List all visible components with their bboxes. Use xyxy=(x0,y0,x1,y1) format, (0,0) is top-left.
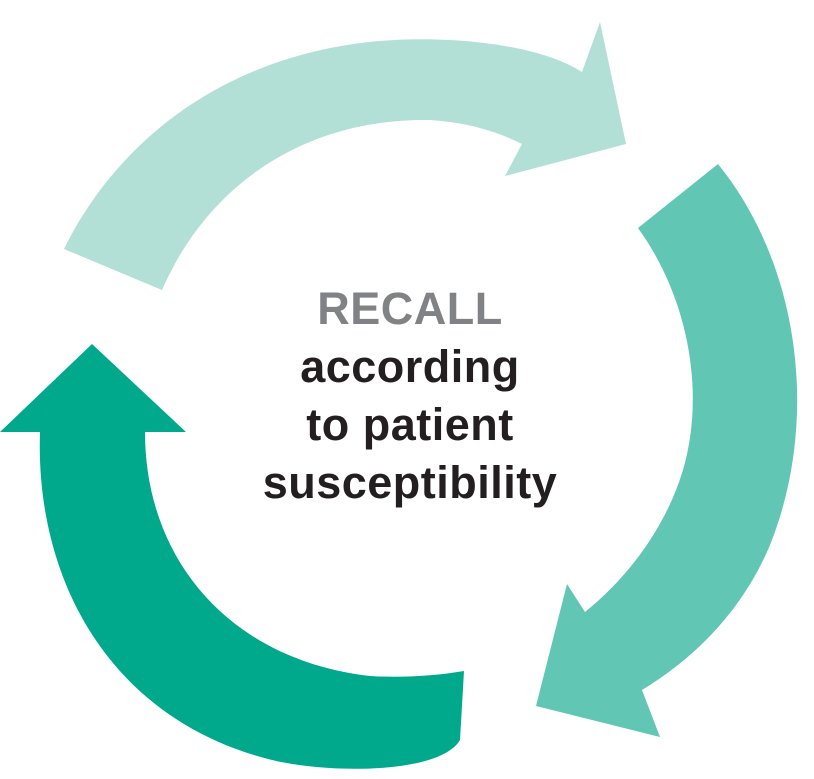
left-arrow xyxy=(0,344,464,769)
center-line-according: according xyxy=(300,341,520,392)
top-arrow xyxy=(64,22,626,290)
center-line-to-patient: to patient xyxy=(306,399,514,450)
right-arrow xyxy=(536,164,798,737)
center-line-susceptibility: susceptibility xyxy=(262,457,558,508)
center-label: RECALL according to patient susceptibili… xyxy=(210,280,610,512)
recall-heading: RECALL xyxy=(317,283,503,334)
